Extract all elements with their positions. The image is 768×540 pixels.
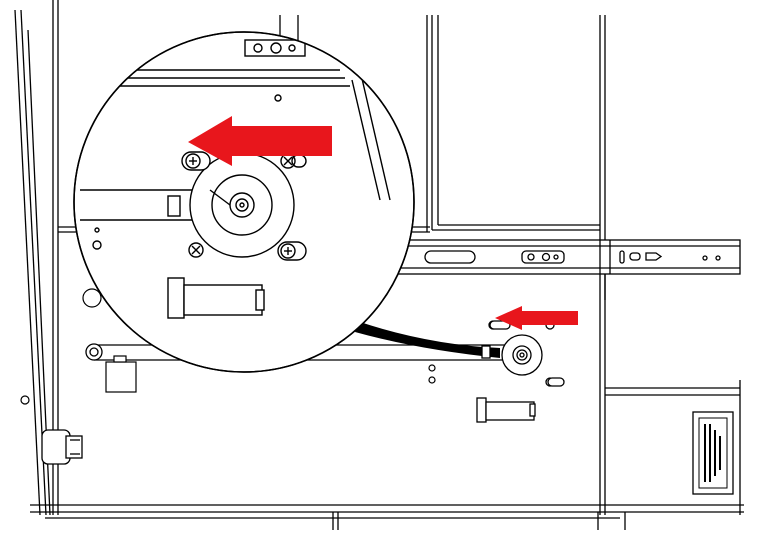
- key-icon: [41, 429, 83, 465]
- warning-label: [692, 411, 734, 495]
- detail-arrow: [495, 306, 578, 330]
- belt-segment: [355, 322, 500, 358]
- small-parts: [20, 288, 436, 405]
- zoom-lens: [73, 31, 415, 373]
- slide-rail: [379, 239, 741, 275]
- idler-pulley: [481, 320, 565, 387]
- zoom-arrow: [188, 116, 332, 166]
- roller: [476, 397, 536, 423]
